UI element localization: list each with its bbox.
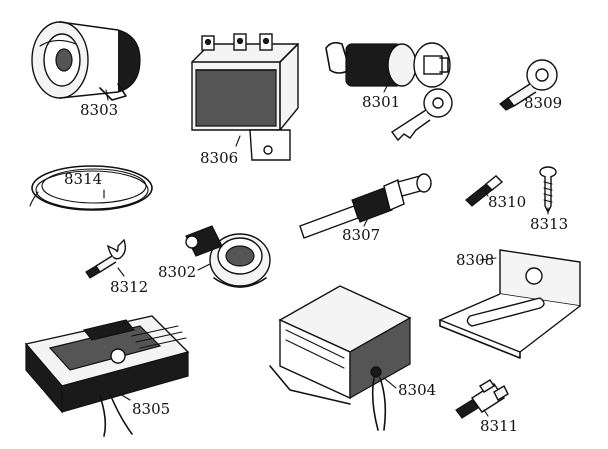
horn-illustration xyxy=(31,21,141,101)
label-8304: 8304 xyxy=(398,381,436,399)
label-8309: 8309 xyxy=(524,94,562,112)
relay-illustration xyxy=(191,33,299,161)
label-8311: 8311 xyxy=(480,417,518,435)
label-8307: 8307 xyxy=(342,226,380,244)
label-8301: 8301 xyxy=(362,93,400,111)
screw-illustration xyxy=(539,166,557,214)
label-8305: 8305 xyxy=(132,400,170,418)
ignition-switch-illustration xyxy=(325,41,453,142)
inline-connector-illustration xyxy=(455,379,509,419)
label-8308: 8308 xyxy=(456,251,494,269)
mounting-bracket-illustration xyxy=(438,249,581,359)
label-8312: 8312 xyxy=(110,278,148,296)
fork-terminal-illustration xyxy=(85,238,127,279)
regulator-box-illustration xyxy=(269,285,412,431)
label-8313: 8313 xyxy=(530,215,568,233)
sender-switch-illustration xyxy=(299,173,432,239)
label-8302: 8302 xyxy=(158,263,196,281)
ring-terminal-illustration xyxy=(499,59,558,111)
wire-loop-illustration xyxy=(29,165,153,211)
label-8310: 8310 xyxy=(488,193,526,211)
bullet-connector-illustration xyxy=(465,175,504,207)
fuse-block-illustration xyxy=(24,315,190,437)
label-8306: 8306 xyxy=(200,149,238,167)
label-leader-lines xyxy=(103,83,549,417)
rotor-cap-illustration xyxy=(185,225,271,288)
label-8314: 8314 xyxy=(64,170,102,188)
label-8303: 8303 xyxy=(80,101,118,119)
